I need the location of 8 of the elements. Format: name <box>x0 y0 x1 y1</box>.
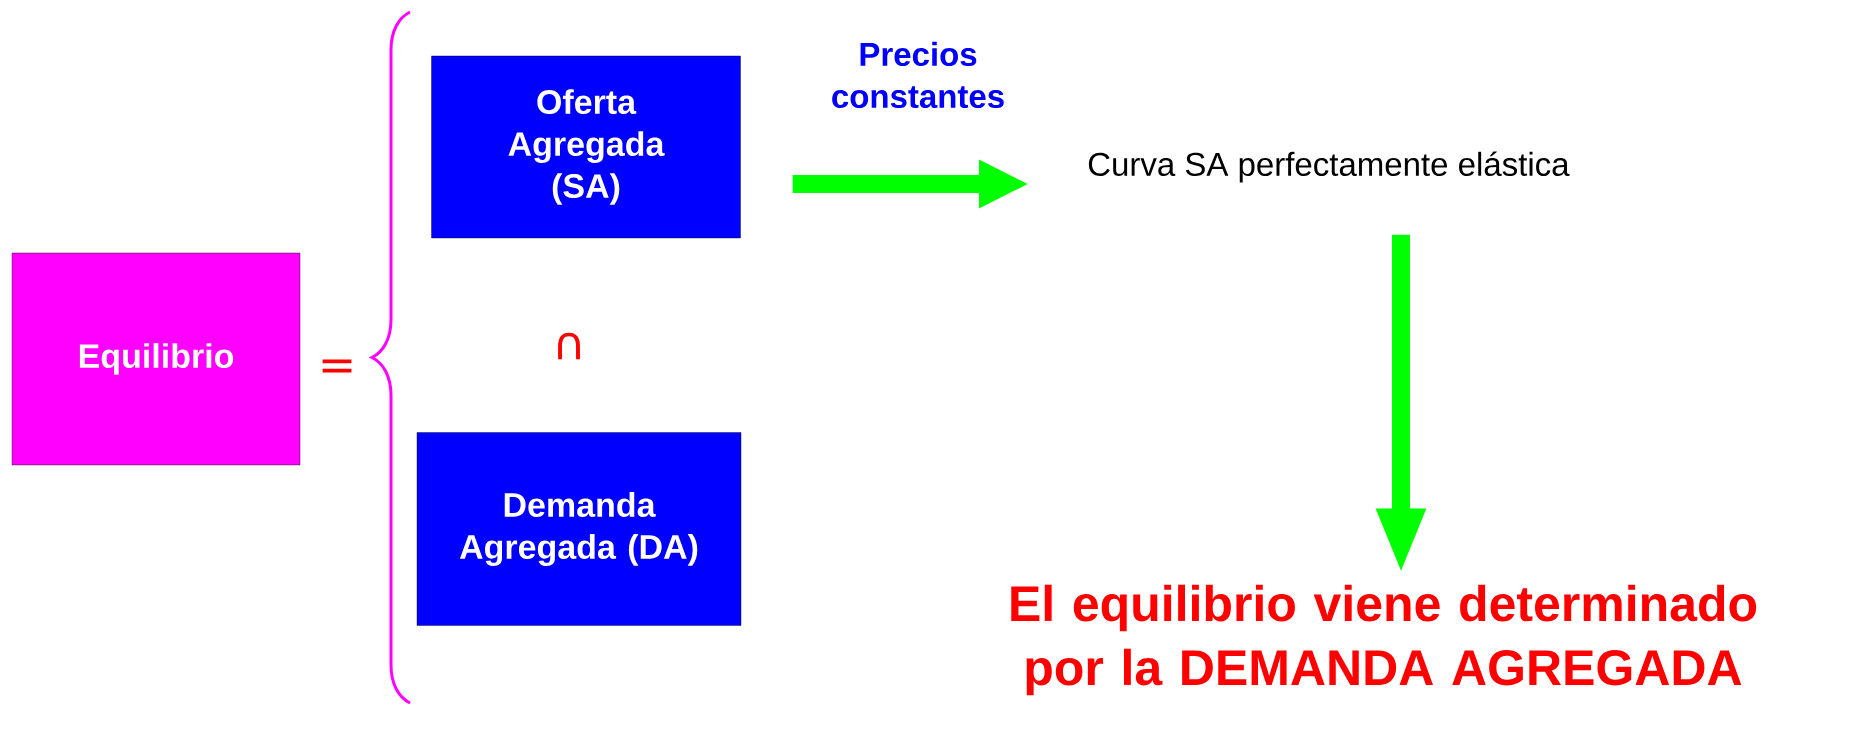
result-text: Curva SA perfectamente elástica <box>1088 151 1570 183</box>
intersection-symbol: ∩ <box>558 332 580 360</box>
edge-label: Precios constantes <box>832 41 1004 109</box>
equals-sign: = <box>322 359 352 373</box>
supply-box: Oferta Agregada (SA) <box>431 55 741 239</box>
equilibrium-box: Equilibrio <box>11 252 301 466</box>
conclusion-text: El equilibrio viene determinado por la DEMANDA AGREGADA <box>1011 584 1757 696</box>
demand-box: Demanda Agregada (DA) <box>416 432 742 626</box>
